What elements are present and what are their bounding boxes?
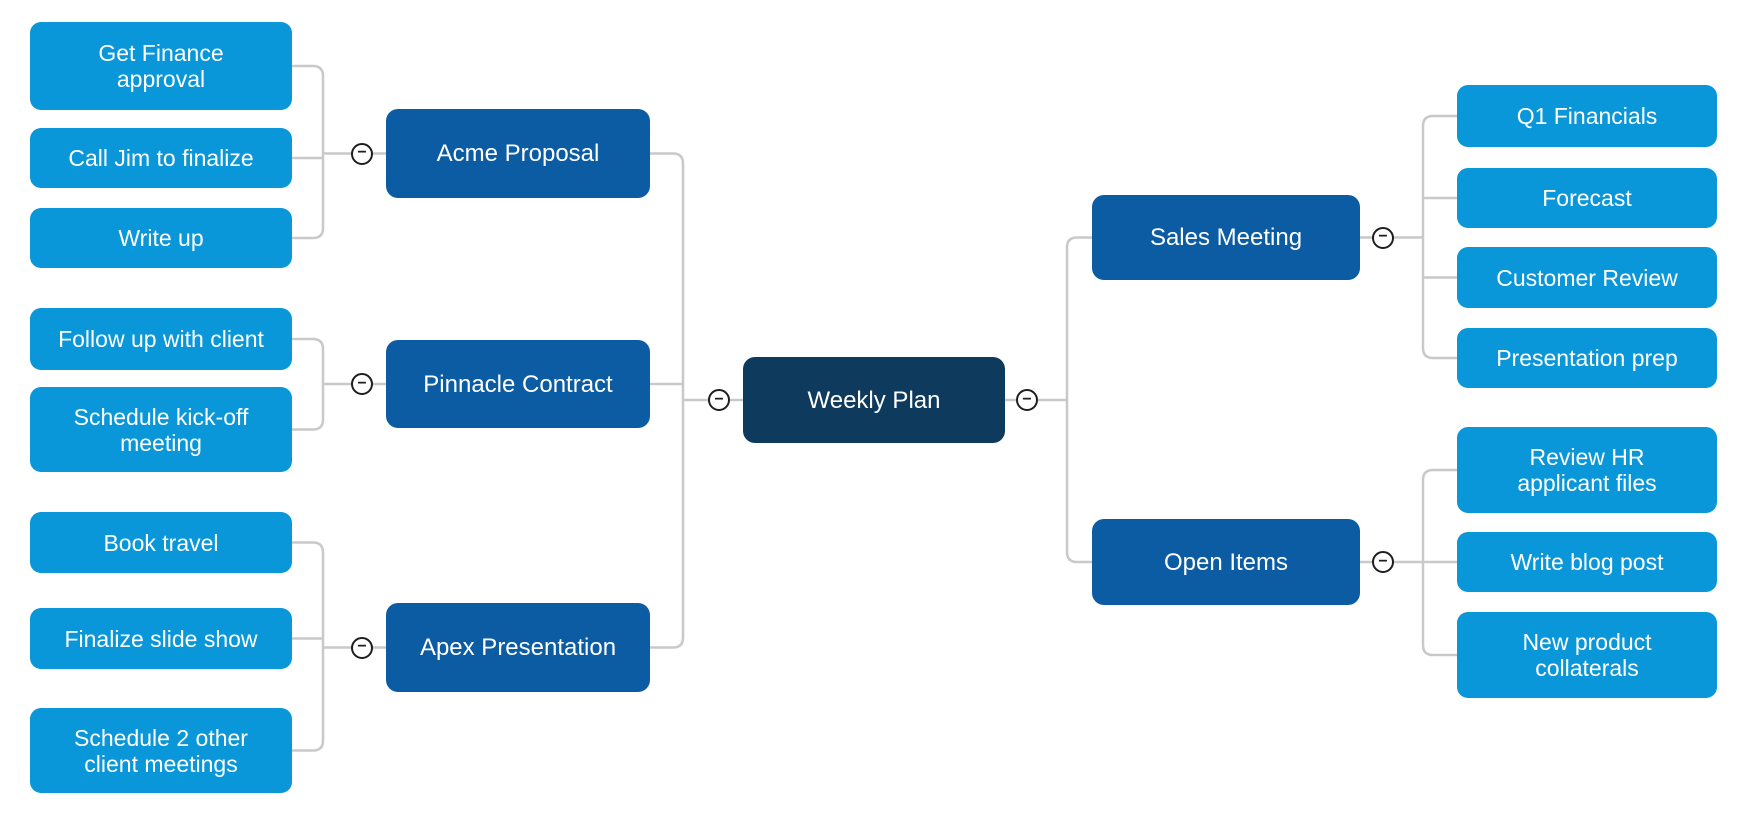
subtopic-call-jim-to-finalize[interactable]: Call Jim to finalize [30, 128, 292, 188]
subtopic-book-travel[interactable]: Book travel [30, 512, 292, 573]
subtopic-forecast[interactable]: Forecast [1457, 168, 1717, 228]
connector [650, 152, 685, 649]
topic-acme-proposal[interactable]: Acme Proposal [386, 109, 650, 198]
collapse-toggle-sales-meeting[interactable]: − [1372, 226, 1394, 249]
connector [1421, 114, 1457, 360]
subtopic-new-product-collaterals[interactable]: New product collaterals [1457, 612, 1717, 698]
collapse-toggle-open-items[interactable]: − [1372, 551, 1394, 573]
subtopic-write-blog-post[interactable]: Write blog post [1457, 532, 1717, 592]
root-topic-weekly-plan[interactable]: Weekly Plan [743, 357, 1005, 443]
subtopic-review-hr-applicant-files[interactable]: Review HR applicant files [1457, 427, 1717, 513]
collapse-toggle-root-right[interactable]: − [1016, 389, 1038, 411]
subtopic-q1-financials[interactable]: Q1 Financials [1457, 85, 1717, 147]
subtopic-schedule-kick-off-meeting[interactable]: Schedule kick-off meeting [30, 387, 292, 472]
subtopic-schedule-2-other-client-meetings[interactable]: Schedule 2 other client meetings [30, 708, 292, 793]
collapse-toggle-acme-proposal[interactable]: − [351, 142, 373, 165]
connector [292, 337, 325, 431]
collapse-toggle-root-left[interactable]: − [708, 389, 730, 411]
subtopic-customer-review[interactable]: Customer Review [1457, 247, 1717, 308]
connector [292, 64, 325, 240]
collapse-toggle-apex-presentation[interactable]: − [351, 636, 373, 659]
connector [1065, 236, 1092, 564]
subtopic-write-up[interactable]: Write up [30, 208, 292, 268]
topic-apex-presentation[interactable]: Apex Presentation [386, 603, 650, 692]
topic-pinnacle-contract[interactable]: Pinnacle Contract [386, 340, 650, 428]
topic-sales-meeting[interactable]: Sales Meeting [1092, 195, 1360, 280]
subtopic-presentation-prep[interactable]: Presentation prep [1457, 328, 1717, 388]
subtopic-finalize-slide-show[interactable]: Finalize slide show [30, 608, 292, 669]
subtopic-get-finance-approval[interactable]: Get Finance approval [30, 22, 292, 110]
topic-open-items[interactable]: Open Items [1092, 519, 1360, 605]
collapse-toggle-pinnacle-contract[interactable]: − [351, 373, 373, 395]
subtopic-follow-up-with-client[interactable]: Follow up with client [30, 308, 292, 370]
connector [292, 541, 325, 752]
